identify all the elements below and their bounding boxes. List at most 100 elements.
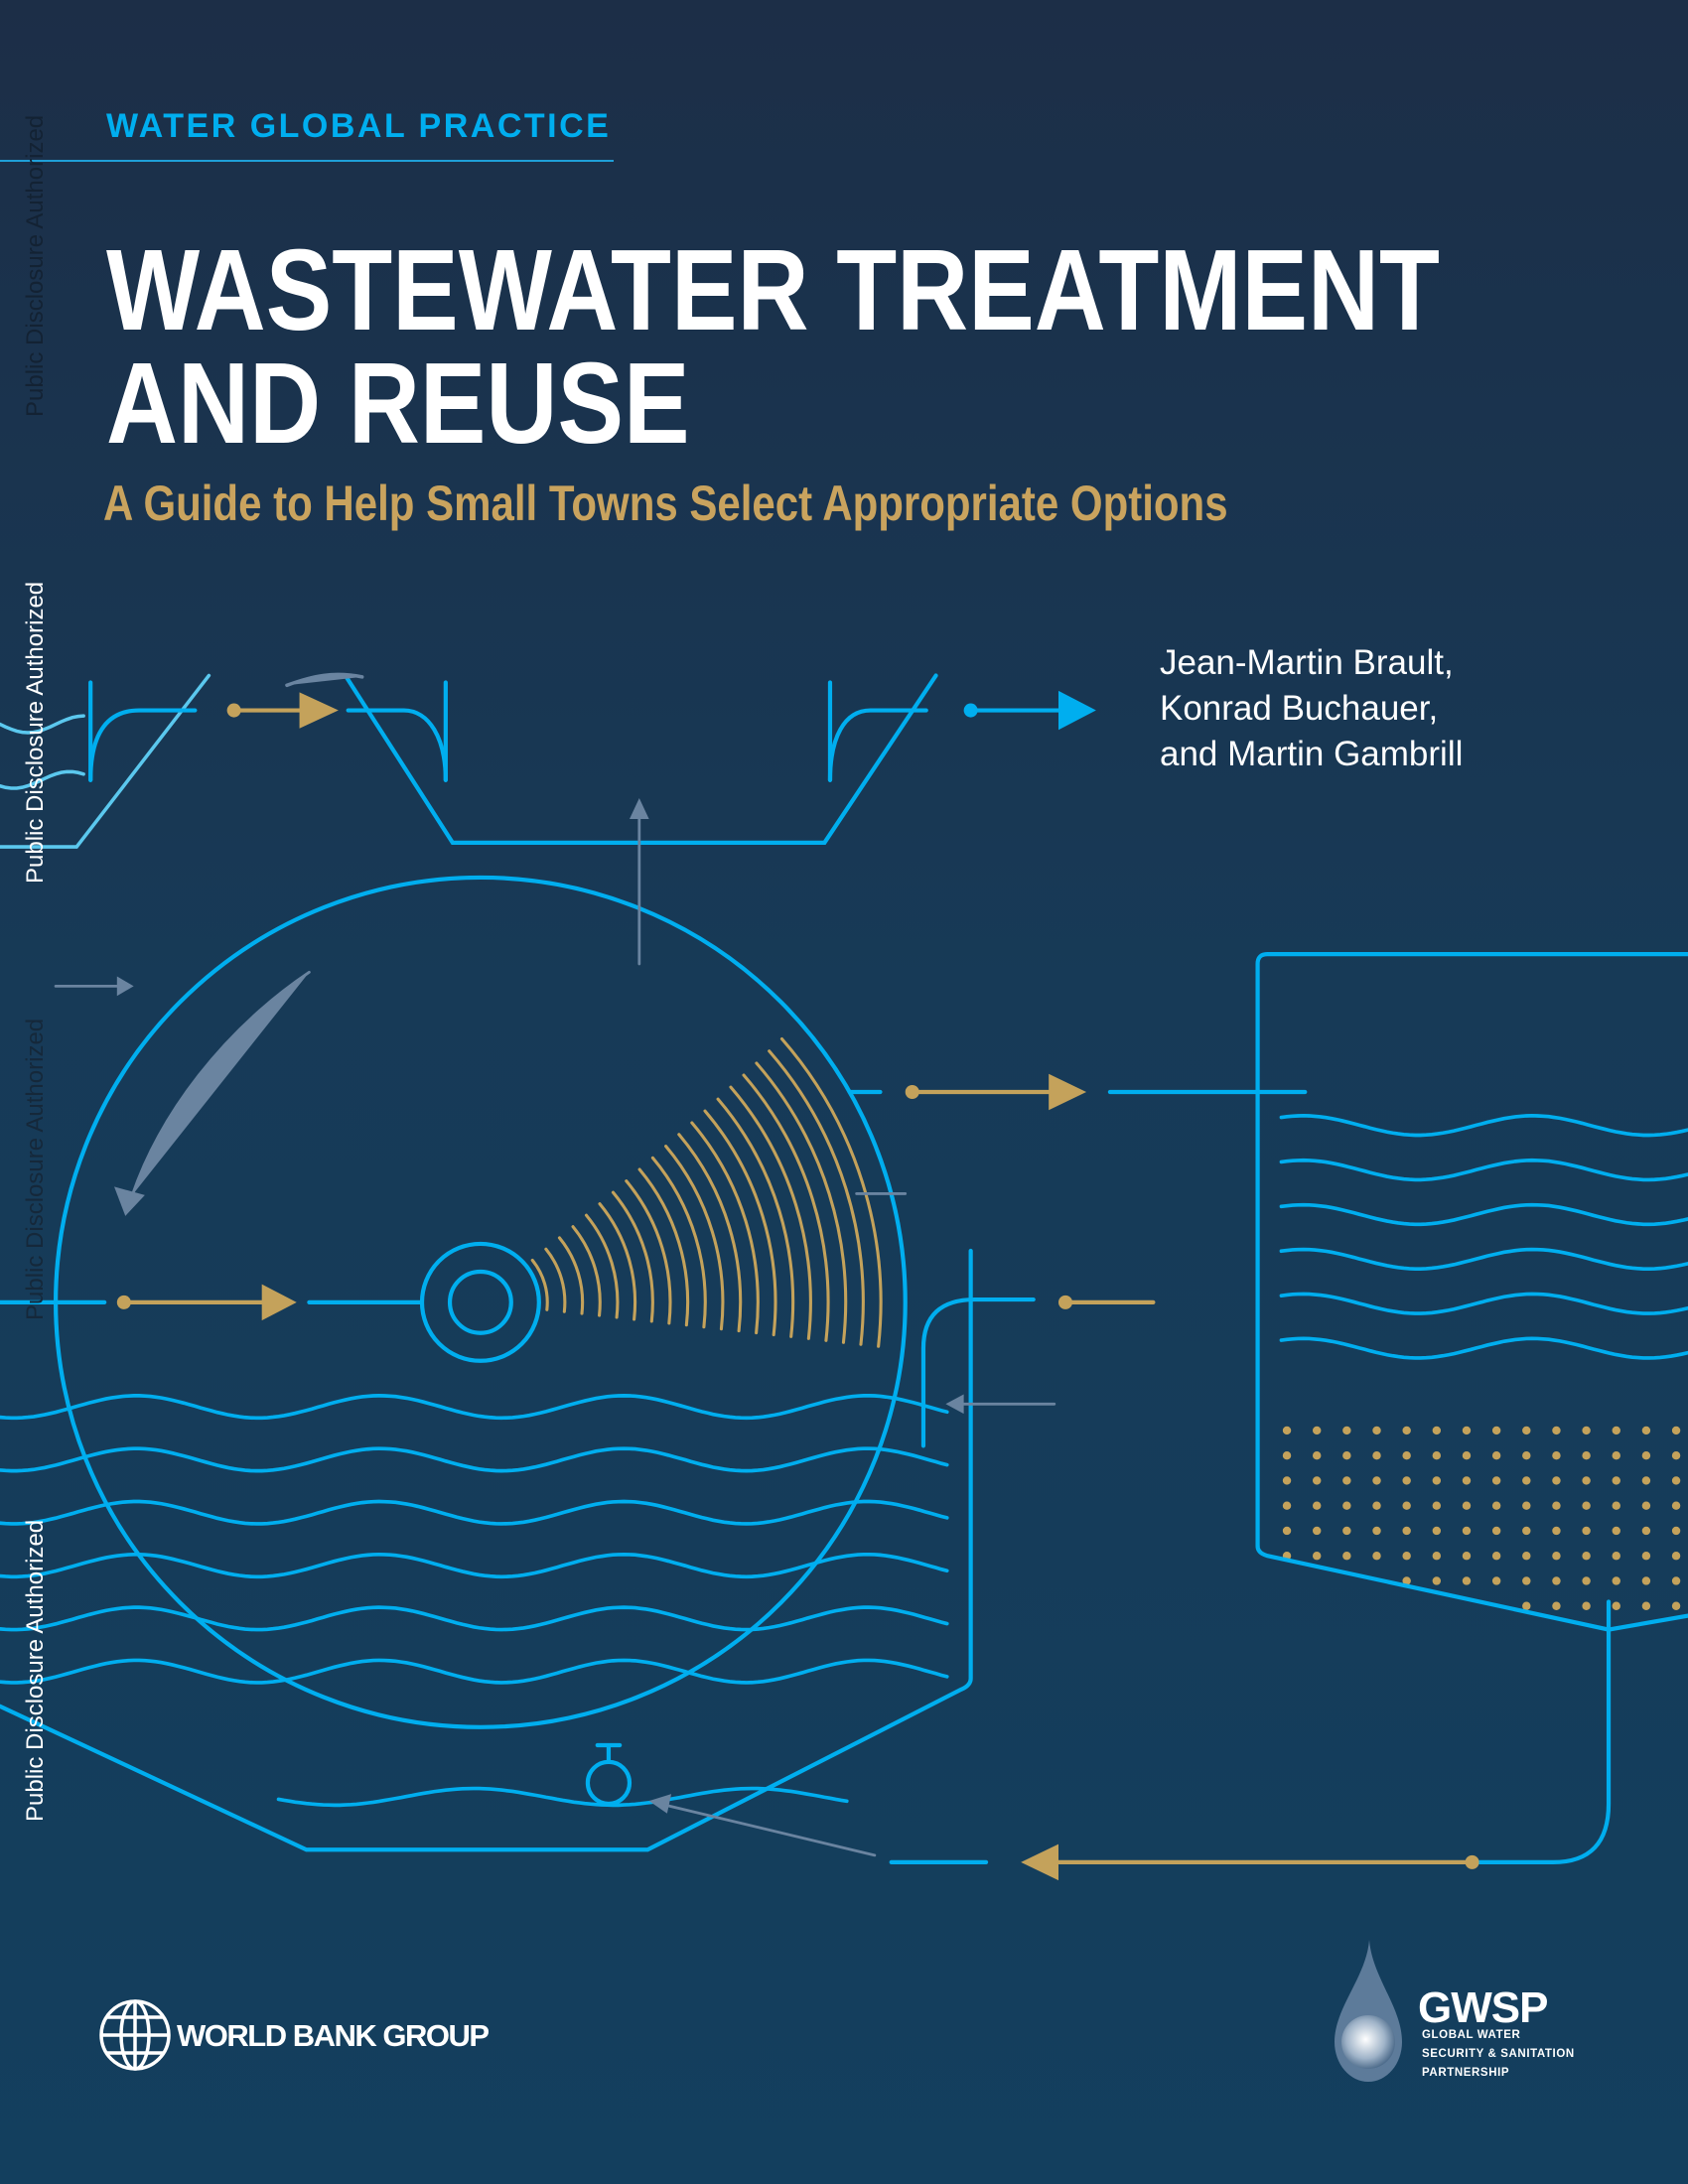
sludge-dot: [1582, 1426, 1591, 1435]
sludge-dot: [1282, 1426, 1292, 1435]
sludge-dot: [1522, 1526, 1531, 1536]
sound-arc: [598, 1202, 637, 1321]
sound-arc: [571, 1225, 602, 1317]
disclosure-stamp: Public Disclosure Authorized: [22, 1519, 49, 1822]
sludge-dot: [1372, 1552, 1381, 1561]
sludge-dot: [1552, 1501, 1561, 1510]
sludge-dot: [1462, 1526, 1472, 1536]
sludge-dot: [1432, 1526, 1442, 1536]
world-bank-group-logo: WORLD BANK GROUP: [177, 2018, 490, 2053]
author-2: Konrad Buchauer,: [1160, 689, 1439, 728]
sludge-dot: [1641, 1601, 1651, 1610]
gwsp-water-drop-icon: [1335, 1940, 1402, 2082]
sludge-dot: [1491, 1576, 1501, 1585]
sludge-dot: [1462, 1576, 1472, 1585]
author-1: Jean-Martin Brault,: [1160, 643, 1454, 682]
sludge-dot: [1312, 1501, 1322, 1510]
sludge-dot: [1641, 1450, 1651, 1460]
sludge-dot: [1522, 1426, 1531, 1435]
subtitle: A Guide to Help Small Towns Select Appro…: [103, 476, 1228, 531]
inlet-tank: [0, 673, 211, 849]
wave-line: [1279, 1247, 1688, 1272]
sludge-dot: [1312, 1450, 1322, 1460]
sludge-dot: [1282, 1526, 1292, 1536]
sludge-dot: [1671, 1526, 1681, 1536]
world-bank-globe-icon: [99, 1999, 171, 2071]
sound-arc: [625, 1179, 672, 1325]
sludge-dot: [1522, 1601, 1531, 1610]
sludge-dot: [1432, 1476, 1442, 1485]
sludge-dot: [1552, 1552, 1561, 1561]
sludge-dot: [1372, 1526, 1381, 1536]
sludge-dot: [1312, 1426, 1322, 1435]
sound-arc: [650, 1156, 707, 1329]
sludge-dot: [1342, 1450, 1351, 1460]
sludge-dot: [1612, 1526, 1620, 1536]
sludge-dot: [1282, 1476, 1292, 1485]
disclosure-stamp: Public Disclosure Authorized: [22, 581, 49, 884]
sludge-dot: [1552, 1526, 1561, 1536]
sludge-dot: [1432, 1576, 1442, 1585]
wave-line: [0, 1658, 949, 1685]
sludge-dot: [1582, 1526, 1591, 1536]
sound-arc: [779, 1037, 883, 1348]
sludge-dot: [1552, 1476, 1561, 1485]
sound-arc: [584, 1213, 620, 1319]
wave-line: [0, 1446, 949, 1473]
sludge-dot: [1671, 1552, 1681, 1561]
sound-arc: [530, 1258, 549, 1311]
wave-line: [0, 769, 85, 790]
sludge-dot: [1582, 1552, 1591, 1561]
sound-arc: [690, 1121, 760, 1335]
water-waves: [0, 714, 1688, 1808]
sludge-dot: [1582, 1476, 1591, 1485]
sludge-dot: [1491, 1450, 1501, 1460]
sludge-dot: [1402, 1501, 1411, 1510]
wave-line: [1279, 1114, 1688, 1138]
sludge-dot: [1342, 1552, 1351, 1561]
sound-arc: [611, 1190, 654, 1323]
sludge-dot: [1432, 1426, 1442, 1435]
sludge-dot: [1671, 1576, 1681, 1585]
sludge-dot: [1491, 1476, 1501, 1485]
sludge-dot: [1402, 1476, 1411, 1485]
sludge-dot: [1552, 1576, 1561, 1585]
sludge-dot: [1522, 1501, 1531, 1510]
sludge-dot: [1582, 1450, 1591, 1460]
sludge-dot: [1641, 1526, 1651, 1536]
sludge-dot: [1372, 1501, 1381, 1510]
sludge-dot: [1582, 1601, 1591, 1610]
sludge-dot: [1312, 1552, 1322, 1561]
sludge-dot: [1612, 1476, 1620, 1485]
sludge-dot: [1282, 1450, 1292, 1460]
gwsp-line-2: SECURITY & SANITATION: [1422, 2048, 1575, 2060]
sound-arc: [664, 1145, 725, 1331]
flow-arrows-blue: [963, 690, 1096, 731]
sludge-dot: [1671, 1601, 1681, 1610]
sound-arc: [637, 1167, 690, 1327]
sludge-dot: [1432, 1501, 1442, 1510]
title-line-2: AND REUSE: [106, 339, 690, 468]
sludge-dot: [1432, 1450, 1442, 1460]
sludge-dot: [1462, 1552, 1472, 1561]
sludge-dot: [1462, 1450, 1472, 1460]
sludge-dot: [1671, 1476, 1681, 1485]
sludge-dot: [1342, 1476, 1351, 1485]
sludge-dot: [1552, 1450, 1561, 1460]
sludge-dot: [1372, 1476, 1381, 1485]
wave-line: [0, 1394, 949, 1421]
sound-arc: [677, 1133, 743, 1333]
sludge-dot: [1432, 1552, 1442, 1561]
sludge-dot: [1402, 1450, 1411, 1460]
disclosure-stamp: Public Disclosure Authorized: [22, 1018, 49, 1320]
sludge-dot: [1641, 1501, 1651, 1510]
sludge-dot: [1522, 1476, 1531, 1485]
series-label: WATER GLOBAL PRACTICE: [106, 107, 612, 145]
sound-arc: [768, 1049, 865, 1346]
wave-line: [0, 714, 85, 735]
sludge-dot: [1612, 1501, 1620, 1510]
sound-arc: [755, 1061, 848, 1344]
sound-arc: [703, 1109, 777, 1337]
wave-line: [276, 1786, 849, 1808]
